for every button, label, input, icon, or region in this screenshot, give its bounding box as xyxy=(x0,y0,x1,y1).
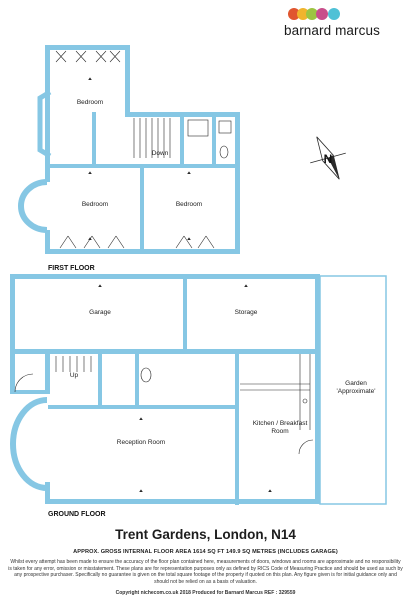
logo-dot xyxy=(306,8,318,20)
room-label-kitchen: Kitchen / Breakfast Room xyxy=(252,420,308,435)
dimension-marker xyxy=(187,171,191,174)
wall xyxy=(10,349,320,354)
wardrobe xyxy=(59,235,125,249)
dimension-marker xyxy=(88,171,92,174)
room-label-kitchen-box: Kitchen / Breakfast Room xyxy=(252,420,308,435)
wall xyxy=(10,354,15,394)
wall xyxy=(45,499,320,504)
sink xyxy=(302,398,308,404)
wall xyxy=(180,112,184,164)
wall xyxy=(212,117,216,164)
first-floor-label: FIRST FLOOR xyxy=(48,265,95,272)
wall xyxy=(45,45,130,50)
bay-window xyxy=(37,89,52,159)
wall xyxy=(45,482,50,504)
garden-outline xyxy=(319,275,387,505)
wall xyxy=(135,354,139,405)
ground-floor-fixtures xyxy=(14,354,314,455)
compass-outline xyxy=(316,136,340,180)
room-label-bedroom-1: Bedroom xyxy=(77,99,103,106)
stairs xyxy=(133,118,171,158)
wall xyxy=(315,274,320,504)
shower-tray xyxy=(187,119,209,137)
wall xyxy=(183,279,187,349)
compass-label: N xyxy=(324,152,333,166)
dimension-marker xyxy=(139,417,143,420)
dimension-markers xyxy=(88,77,191,240)
logo-dot xyxy=(328,8,340,20)
door-swing xyxy=(14,373,34,393)
room-label-landing: Down xyxy=(152,150,169,157)
wall xyxy=(45,354,50,394)
wall xyxy=(235,112,240,254)
wall xyxy=(10,390,50,394)
first-floor-fixtures xyxy=(55,50,232,249)
door-swing xyxy=(298,439,314,455)
wall xyxy=(125,45,130,115)
compass xyxy=(310,136,346,180)
dimension-marker xyxy=(244,284,248,287)
bay-window xyxy=(10,397,48,491)
kitchen-units xyxy=(240,354,311,430)
wall xyxy=(10,274,320,279)
room-label-garden-box: Garden 'Approximate' xyxy=(336,380,376,395)
wall xyxy=(48,405,238,409)
dimension-marker xyxy=(88,237,92,240)
disclaimer: Whilst every attempt has been made to en… xyxy=(8,559,403,585)
basin xyxy=(218,120,232,134)
dimension-marker xyxy=(139,489,143,492)
room-label-garden: Garden 'Approximate' xyxy=(336,380,376,395)
wall xyxy=(98,354,102,405)
dimension-marker xyxy=(187,237,191,240)
plan-footer: Trent Gardens, London, N14 APPROX. GROSS… xyxy=(0,524,411,596)
room-label-bedroom-2: Bedroom xyxy=(82,201,108,208)
wall xyxy=(235,354,239,505)
wall xyxy=(92,112,96,168)
copyright: Copyright nichecom.co.uk 2018 Produced f… xyxy=(115,590,296,597)
wall xyxy=(45,160,50,182)
logo-dots xyxy=(288,8,368,22)
first-floor-plan xyxy=(18,45,240,254)
room-label-hall: Up xyxy=(70,372,79,379)
dimension-marker xyxy=(98,284,102,287)
compass-crossbar xyxy=(310,152,346,164)
wall xyxy=(45,230,50,254)
dimension-marker xyxy=(88,77,92,80)
ground-floor-plan xyxy=(10,274,320,505)
logo-dot xyxy=(316,8,328,20)
dimension-marker xyxy=(268,489,272,492)
brand-name: barnard marcus xyxy=(284,23,380,38)
wall xyxy=(140,164,144,254)
property-title: Trent Gardens, London, N14 xyxy=(115,527,296,542)
ground-floor-label: GROUND FLOOR xyxy=(48,511,106,518)
brand-logo: barnard marcus xyxy=(284,6,404,42)
wall xyxy=(10,274,15,354)
room-label-reception: Reception Room xyxy=(117,439,165,446)
room-label-bedroom-3: Bedroom xyxy=(176,201,202,208)
bay-window xyxy=(18,179,48,233)
toilet xyxy=(140,367,152,383)
toilet xyxy=(219,145,229,159)
floor-area: APPROX. GROSS INTERNAL FLOOR AREA 1614 S… xyxy=(73,549,338,555)
wardrobe xyxy=(175,235,215,249)
wall xyxy=(45,45,50,160)
room-label-garage: Garage xyxy=(89,309,111,316)
stairs xyxy=(55,356,92,372)
wardrobe xyxy=(55,50,121,63)
compass-pointer xyxy=(328,155,340,180)
room-label-storage: Storage xyxy=(235,309,258,316)
